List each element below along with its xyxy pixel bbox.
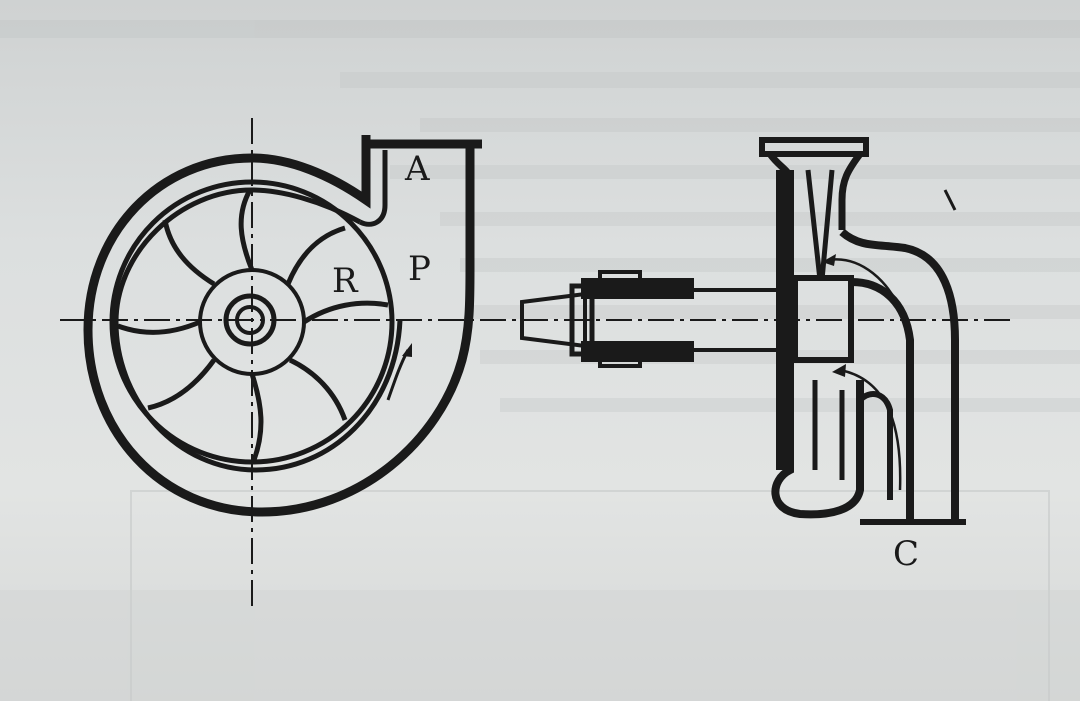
flow-arrow-lower — [839, 368, 902, 491]
impeller-blades — [117, 188, 389, 461]
shaft-outer — [223, 293, 277, 347]
label-C: C — [893, 534, 919, 574]
volute-casing-inner — [113, 187, 403, 473]
pump-side-section — [520, 137, 966, 525]
casing-top-neck-right — [838, 151, 863, 230]
volute-tongue — [358, 150, 388, 227]
impeller-outer-rim — [109, 179, 395, 465]
discharge-elbow-inner — [851, 278, 914, 520]
casing-top-flange — [759, 137, 869, 157]
gland-nut — [569, 283, 595, 357]
shaft-inner — [235, 305, 265, 335]
seal-box-lower — [598, 346, 642, 368]
label-R: R — [332, 261, 359, 301]
discharge-elbow-outer — [839, 228, 959, 520]
flow-arrow-upper — [827, 258, 907, 321]
casing-top-neck — [767, 151, 794, 282]
mark-tick — [943, 189, 957, 211]
volute-front-view — [60, 118, 1010, 612]
label-A: A — [404, 149, 430, 189]
lower-casing — [771, 360, 864, 519]
bleed-through-texture — [0, 20, 1080, 701]
volute-casing-outer — [83, 135, 475, 517]
seal-box — [598, 270, 642, 294]
lower-casing-inner — [812, 380, 845, 480]
label-P: P — [408, 249, 431, 289]
